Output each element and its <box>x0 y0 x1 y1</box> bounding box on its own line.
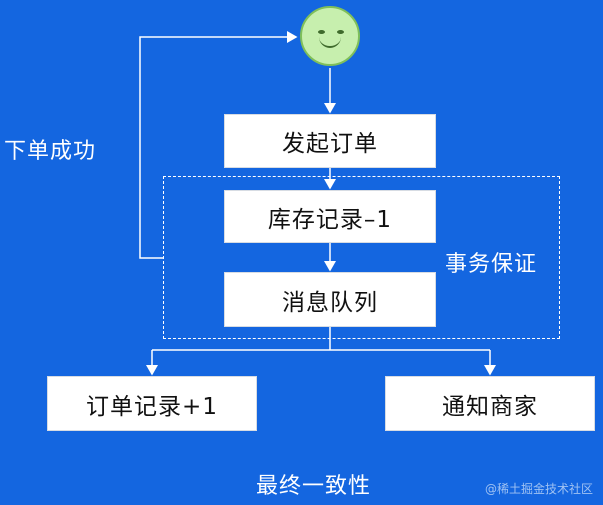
eventual-consistency-label: 最终一致性 <box>256 474 372 499</box>
transaction-boundary <box>163 176 560 339</box>
message-queue-node: 消息队列 <box>224 272 436 327</box>
order-record-node: 订单记录+1 <box>47 376 257 431</box>
success-feedback-line <box>139 31 298 259</box>
smiley-mouth <box>319 36 341 48</box>
notify-merchant-node: 通知商家 <box>385 376 595 431</box>
smiley-left-eye <box>318 30 325 34</box>
transaction-label: 事务保证 <box>445 252 538 277</box>
smiley-right-eye <box>337 30 344 34</box>
smiley-face-icon <box>300 6 360 66</box>
watermark: @稀土掘金技术社区 <box>484 482 593 496</box>
order-success-label: 下单成功 <box>4 139 97 164</box>
place-order-node: 发起订单 <box>224 114 436 168</box>
inventory-node: 库存记录–1 <box>224 190 436 243</box>
